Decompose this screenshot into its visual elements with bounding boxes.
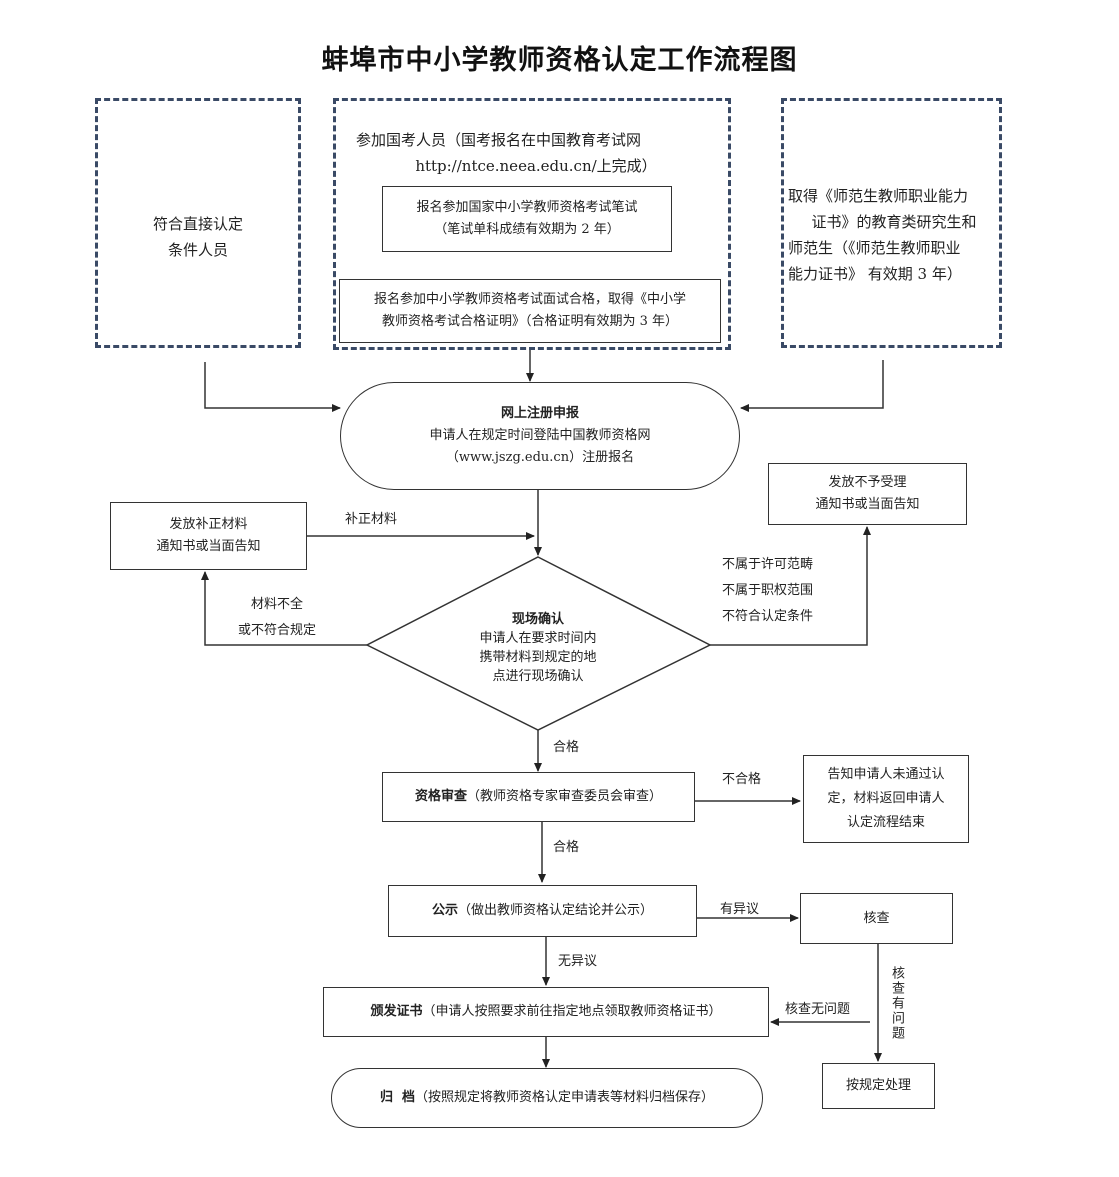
direct-qualification-line2: 条件人员 — [167, 241, 228, 259]
normal-student-box: 取得《师范生教师职业能力 证书》的教育类研究生和 师范生（《师范生教师职业 能力… — [781, 98, 1002, 348]
direct-qualification-line1: 符合直接认定 — [152, 215, 243, 233]
arrow-right-to-register — [740, 360, 884, 412]
publicity-text: （做出教师资格认定结论并公示） — [458, 903, 654, 918]
written-exam-box: 报名参加国家中小学教师资格考试笔试 （笔试单科成绩有效期为 2 年） — [382, 186, 672, 252]
issue-title: 颁发证书 — [370, 1004, 423, 1019]
normal-student-line4: 能力证书》 有效期 3 年） — [788, 265, 962, 283]
online-register-line2: （www.jszg.edu.cn）注册报名 — [445, 450, 635, 465]
reject-reasons: 不属于许可范畴 不属于职权范围 不符合认定条件 — [722, 552, 813, 630]
normal-student-line1: 取得《师范生教师职业能力 — [788, 187, 969, 205]
online-register-title: 网上注册申报 — [500, 406, 579, 421]
archive-title: 归 档 — [379, 1090, 416, 1105]
page-title: 蚌埠市中小学教师资格认定工作流程图 — [321, 45, 798, 76]
label-no-objection: 无异议 — [558, 954, 598, 969]
archive-oval: 归 档 （按照规定将教师资格认定申请表等材料归档保存） — [331, 1068, 763, 1128]
label-pass-1: 合格 — [553, 740, 580, 755]
fail-notice-line1: 告知申请人未通过认 — [827, 767, 945, 782]
check-box: 核查 — [800, 893, 953, 944]
arrow-left-to-register — [204, 362, 341, 412]
reject-reason-2: 不属于职权范围 — [722, 583, 814, 598]
incomplete-line2: 或不符合规定 — [238, 623, 317, 638]
normal-student-line2: 证书》的教育类研究生和 — [811, 213, 977, 231]
online-register-line1: 申请人在规定时间登陆中国教师资格网 — [429, 428, 651, 443]
label-objection: 有异议 — [720, 902, 760, 917]
issue-text: （申请人按照要求前往指定地点领取教师资格证书） — [422, 1004, 722, 1019]
written-exam-line1: 报名参加国家中小学教师资格考试笔试 — [416, 200, 638, 215]
review-title: 资格审查 — [414, 789, 467, 804]
reject-notice-line1: 发放不予受理 — [828, 475, 907, 490]
onsite-line2: 携带材料到规定的地 — [479, 650, 597, 665]
incomplete-line1: 材料不全 — [251, 597, 304, 612]
review-box: 资格审查 （教师资格专家审查委员会审查） — [382, 772, 695, 822]
label-check-problem: 核查有问题 — [889, 966, 904, 1041]
issue-certificate-box: 颁发证书 （申请人按照要求前往指定地点领取教师资格证书） — [323, 987, 769, 1037]
incomplete-label: 材料不全 或不符合规定 — [238, 592, 316, 644]
reject-reason-1: 不属于许可范畴 — [722, 557, 814, 572]
supplement-notice-box: 发放补正材料 通知书或当面告知 — [110, 502, 307, 570]
label-check-ok: 核查无问题 — [785, 1002, 851, 1017]
fail-notice-line3: 认定流程结束 — [846, 815, 925, 830]
onsite-text: 现场确认 申请人在要求时间内 携带材料到规定的地 点进行现场确认 — [438, 610, 638, 686]
handle-box: 按规定处理 — [822, 1063, 935, 1109]
onsite-title: 现场确认 — [511, 612, 564, 627]
direct-qualification-box: 符合直接认定 条件人员 — [95, 98, 301, 348]
interview-exam-box: 报名参加中小学教师资格考试面试合格，取得《中小学 教师资格考试合格证明》（合格证… — [339, 279, 721, 343]
national-exam-line2: http://ntce.neea.edu.cn/上完成） — [415, 157, 657, 175]
review-text: （教师资格专家审查委员会审查） — [467, 789, 663, 804]
reject-notice-box: 发放不予受理 通知书或当面告知 — [768, 463, 967, 525]
supplement-notice-line1: 发放补正材料 — [169, 517, 248, 532]
check-label: 核查 — [863, 910, 890, 926]
publicity-box: 公示 （做出教师资格认定结论并公示） — [388, 885, 697, 937]
online-register-oval: 网上注册申报 申请人在规定时间登陆中国教师资格网 （www.jszg.edu.c… — [340, 382, 740, 490]
normal-student-line3: 师范生（《师范生教师职业 — [788, 239, 961, 257]
publicity-title: 公示 — [431, 903, 458, 918]
arrow-onsite-to-reject — [710, 526, 871, 646]
label-pass-2: 合格 — [553, 840, 580, 855]
onsite-line1: 申请人在要求时间内 — [479, 631, 597, 646]
reject-reason-3: 不符合认定条件 — [722, 609, 814, 624]
reject-notice-line2: 通知书或当面告知 — [815, 497, 920, 512]
onsite-diamond — [365, 556, 712, 731]
interview-exam-line1: 报名参加中小学教师资格考试面试合格，取得《中小学 — [373, 292, 686, 307]
fail-notice-box: 告知申请人未通过认 定，材料返回申请人 认定流程结束 — [803, 755, 969, 843]
onsite-line3: 点进行现场确认 — [492, 669, 584, 684]
arrow-onsite-to-supplement — [201, 571, 367, 646]
written-exam-line2: （笔试单科成绩有效期为 2 年） — [434, 222, 620, 237]
handle-label: 按规定处理 — [845, 1078, 911, 1093]
national-exam-line1: 参加国考人员（国考报名在中国教育考试网 — [356, 131, 642, 149]
interview-exam-line2: 教师资格考试合格证明》（合格证明有效期为 3 年） — [381, 314, 679, 329]
supplement-notice-line2: 通知书或当面告知 — [156, 539, 261, 554]
archive-text: （按照规定将教师资格认定申请表等材料归档保存） — [415, 1090, 715, 1105]
label-supplement: 补正材料 — [345, 512, 398, 527]
fail-notice-line2: 定，材料返回申请人 — [827, 791, 945, 806]
label-fail: 不合格 — [722, 772, 762, 787]
